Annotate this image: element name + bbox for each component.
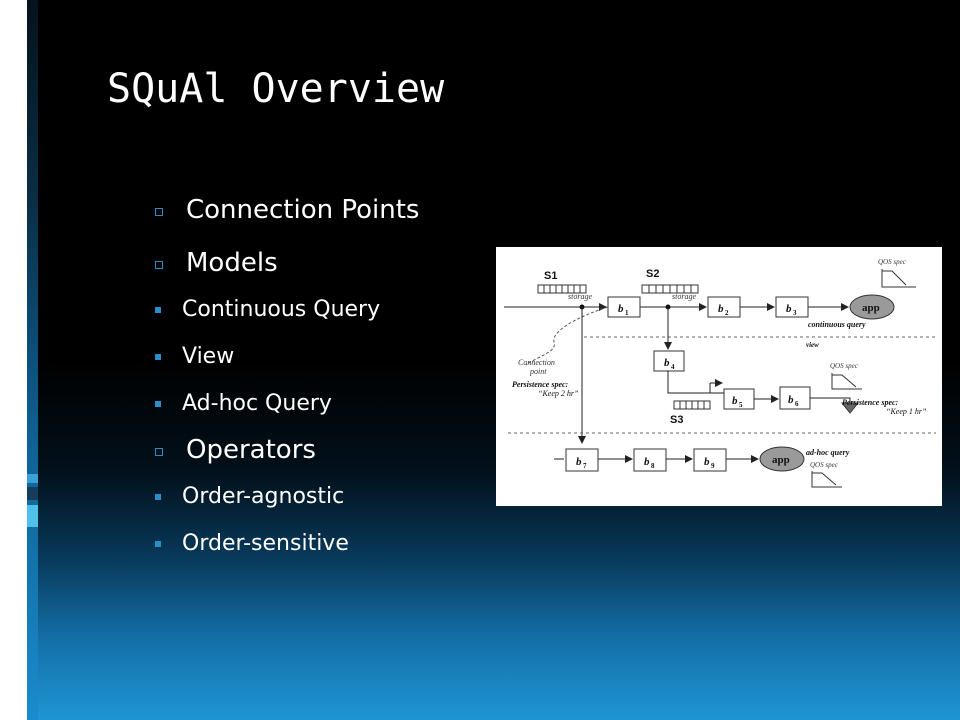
filled-square-bullet-icon — [155, 401, 161, 407]
filled-square-bullet-icon — [155, 307, 161, 313]
persistence-spec-label-2: Persistence spec: — [842, 398, 899, 407]
continuous-query-label: continuous query — [808, 320, 866, 329]
svg-text:b: b — [618, 303, 624, 315]
qos-graph-icon — [881, 269, 916, 288]
svg-text:9: 9 — [711, 462, 715, 470]
box-b3: b 3 — [775, 296, 809, 318]
view-label: view — [806, 341, 819, 349]
triangle-sink-icon — [840, 402, 860, 414]
svg-text:b: b — [788, 394, 794, 406]
svg-text:2: 2 — [725, 309, 729, 317]
persistence-spec-label-1: Persistence spec: — [512, 380, 569, 389]
qos-spec-label-1: QOS spec — [878, 258, 907, 266]
svg-text:b: b — [704, 456, 710, 468]
svg-text:5: 5 — [739, 401, 743, 409]
s3-stream-queue — [673, 400, 711, 410]
box-b5: b 5 — [723, 388, 755, 410]
s2-label: S2 — [646, 268, 659, 280]
filled-square-bullet-icon — [155, 354, 161, 360]
keep-1hr-label: “Keep 1 hr” — [886, 407, 927, 416]
box-b2: b 2 — [707, 296, 741, 318]
svg-text:1: 1 — [625, 309, 629, 317]
svg-text:6: 6 — [795, 400, 799, 408]
svg-text:4: 4 — [671, 363, 675, 371]
slide-title: SQuAl Overview — [107, 66, 445, 112]
box-b9: b 9 — [693, 448, 727, 472]
s2-stream-queue — [641, 284, 699, 294]
svg-text:b: b — [576, 456, 582, 468]
connection-point-label: Connection — [518, 358, 555, 367]
svg-text:app: app — [772, 454, 790, 466]
svg-text:8: 8 — [651, 462, 655, 470]
s1-label: S1 — [544, 270, 557, 282]
storage-label-1: storage — [568, 292, 592, 301]
svg-text:b: b — [786, 303, 792, 315]
svg-text:b: b — [644, 456, 650, 468]
svg-text:point: point — [529, 367, 547, 376]
box-b1: b 1 — [607, 296, 641, 318]
left-decor-stripe — [27, 0, 38, 720]
box-b4: b 4 — [653, 350, 685, 372]
hollow-square-bullet-icon — [155, 208, 163, 216]
adhoc-query-label: ad-hoc query — [806, 448, 850, 457]
s3-label: S3 — [670, 414, 683, 426]
box-b8: b 8 — [633, 448, 667, 472]
hollow-square-bullet-icon — [155, 261, 163, 269]
left-decor-tick — [27, 505, 38, 527]
app-node-continuous: app — [849, 294, 895, 320]
svg-text:b: b — [718, 303, 724, 315]
filled-square-bullet-icon — [155, 541, 161, 547]
left-decor-tick — [27, 487, 38, 500]
squal-network-diagram: S1 S2 storage storage b 1 b 2 — [496, 247, 942, 506]
hollow-square-bullet-icon — [155, 448, 163, 456]
svg-text:3: 3 — [793, 309, 797, 317]
keep-2hr-label: “Keep 2 hr” — [538, 389, 579, 398]
filled-square-bullet-icon — [155, 494, 161, 500]
svg-text:b: b — [732, 395, 738, 407]
left-decor-tick — [27, 474, 38, 483]
qos-spec-label-3: QOS spec — [810, 461, 839, 469]
svg-text:app: app — [862, 302, 880, 314]
storage-label-2: storage — [672, 292, 696, 301]
s1-stream-queue — [537, 284, 587, 294]
svg-text:7: 7 — [583, 462, 587, 470]
box-b6: b 6 — [779, 386, 811, 410]
app-node-adhoc: app — [759, 446, 805, 472]
qos-spec-label-2: QOS spec — [830, 362, 859, 370]
svg-text:b: b — [664, 357, 670, 369]
box-b7: b 7 — [565, 448, 599, 472]
